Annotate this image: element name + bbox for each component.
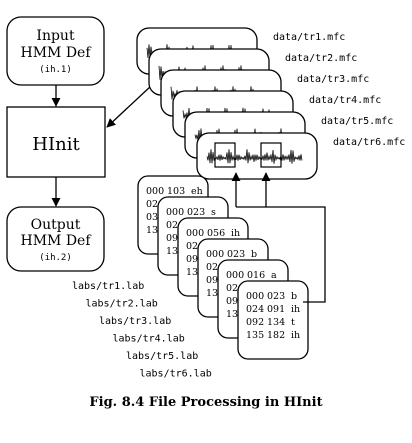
label-start: 02 <box>186 241 198 252</box>
label-phone: t <box>291 317 295 328</box>
segment-box-1 <box>214 142 236 168</box>
label-phone: b <box>251 249 257 260</box>
label-start: 02 <box>146 199 158 210</box>
label-phone: s <box>211 207 216 218</box>
label-start: 000 <box>166 207 184 218</box>
input-box-line1: Input <box>36 28 75 44</box>
data-file-name: data/tr2.mfc <box>285 53 357 64</box>
label-start: 09 <box>206 275 218 286</box>
label-end: 134 <box>267 317 285 328</box>
label-start: 09 <box>226 296 238 307</box>
output-box-line3: (ih.2) <box>39 253 72 263</box>
label-end: 016 <box>247 270 265 281</box>
hinit-label: HInit <box>32 134 80 155</box>
label-start: 000 <box>186 228 204 239</box>
label-end: 023 <box>267 291 285 302</box>
label-file-name: labs/tr5.lab <box>126 351 198 362</box>
label-phone: ih <box>231 228 240 239</box>
label-start: 135 <box>246 330 264 341</box>
label-start: 092 <box>246 317 264 328</box>
figure-caption: Fig. 8.4 File Processing in HInit <box>89 395 323 410</box>
label-start: 13 <box>206 288 218 299</box>
data-file-name: data/tr1.mfc <box>273 32 345 43</box>
label-phone: b <box>291 291 297 302</box>
label-file-name: labs/tr3.lab <box>99 316 171 327</box>
label-start: 09 <box>166 233 178 244</box>
label-end: 023 <box>227 249 245 260</box>
label-start: 13 <box>146 225 158 236</box>
label-phone: ih <box>291 330 300 341</box>
label-start: 13 <box>226 309 238 320</box>
arrow-data-to-hinit <box>106 85 152 128</box>
label-file-name: labs/tr1.lab <box>72 281 144 292</box>
output-box-line2: HMM Def <box>20 233 92 249</box>
label-end: 023 <box>187 207 205 218</box>
hinit-process-box: HInit <box>6 106 106 178</box>
label-start: 000 <box>206 249 224 260</box>
label-start: 02 <box>226 283 238 294</box>
input-box-line2: HMM Def <box>20 45 92 61</box>
segment-box-2 <box>260 142 282 168</box>
label-start: 03 <box>146 212 158 223</box>
data-file-name: data/tr3.mfc <box>297 74 369 85</box>
data-file-name: data/tr4.mfc <box>309 95 381 106</box>
label-to-data-arrows <box>231 172 326 303</box>
label-start: 02 <box>206 262 218 273</box>
output-box-line1: Output <box>31 217 81 233</box>
label-file-name: labs/tr4.lab <box>113 334 185 345</box>
label-start: 02 <box>166 220 178 231</box>
input-hmm-def-box: Input HMM Def (ih.1) <box>6 16 105 86</box>
output-hmm-def-box: Output HMM Def (ih.2) <box>6 206 105 272</box>
data-file-name: data/tr5.mfc <box>321 116 393 127</box>
waveform <box>206 149 303 164</box>
label-start: 13 <box>166 246 178 257</box>
label-end: 182 <box>267 330 285 341</box>
label-end: 056 <box>207 228 225 239</box>
label-file-name: labs/tr6.lab <box>140 369 212 380</box>
label-start: 024 <box>246 304 264 315</box>
data-file-name: data/tr6.mfc <box>333 137 405 148</box>
label-start: 13 <box>186 267 198 278</box>
label-start: 000 <box>226 270 244 281</box>
label-phone: eh <box>191 186 203 197</box>
label-end: 103 <box>167 186 185 197</box>
label-end: 091 <box>267 304 285 315</box>
label-file-name: labs/tr2.lab <box>86 299 158 310</box>
label-start: 000 <box>146 186 164 197</box>
label-start: 000 <box>246 291 264 302</box>
input-box-line3: (ih.1) <box>39 65 72 75</box>
label-start: 09 <box>186 254 198 265</box>
label-phone: a <box>271 270 277 281</box>
data-file-stack: data/tr1.mfc data/tr2.mfc data/tr3.mfc data… <box>136 27 405 180</box>
label-phone: ih <box>291 304 300 315</box>
